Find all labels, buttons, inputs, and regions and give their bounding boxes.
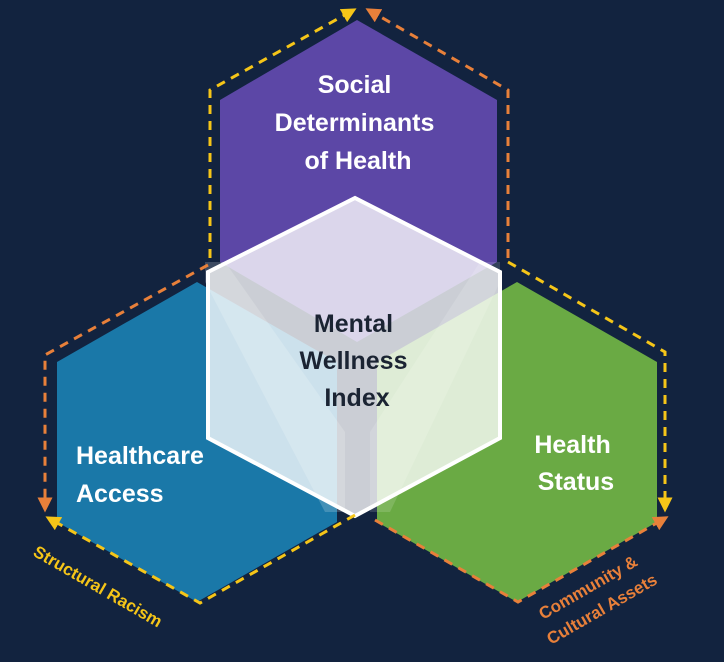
mental-wellness-hexagon — [206, 195, 502, 519]
healthcare-title-line-2: Access — [76, 480, 164, 508]
social-title-line-1: Social — [318, 71, 392, 99]
healthcare-access-title: Healthcare Access — [76, 442, 211, 508]
social-title-line-2: Determinants — [275, 109, 435, 137]
community-assets-outline-arrow — [374, 516, 669, 604]
healthcare-title-line-1: Healthcare — [76, 442, 204, 470]
center-title-line-1: Mental — [314, 310, 393, 338]
mental-wellness-title: Mental Wellness Index — [300, 310, 415, 412]
structural-racism-outline-arrow — [45, 513, 356, 605]
health-status-title-line-1: Health — [534, 431, 610, 459]
social-determinants-title: Social Determinants of Health — [275, 71, 442, 175]
health-status-title: Health Status — [534, 431, 617, 496]
health-status-outline-arrow — [507, 260, 673, 513]
social-title-line-3: of Health — [305, 147, 412, 175]
health-status-title-line-2: Status — [538, 468, 614, 496]
social-outline-left-arrow — [208, 8, 357, 258]
center-title-line-2: Wellness — [300, 347, 408, 375]
social-outline-right-arrow — [365, 8, 510, 258]
center-title-line-3: Index — [324, 384, 389, 412]
